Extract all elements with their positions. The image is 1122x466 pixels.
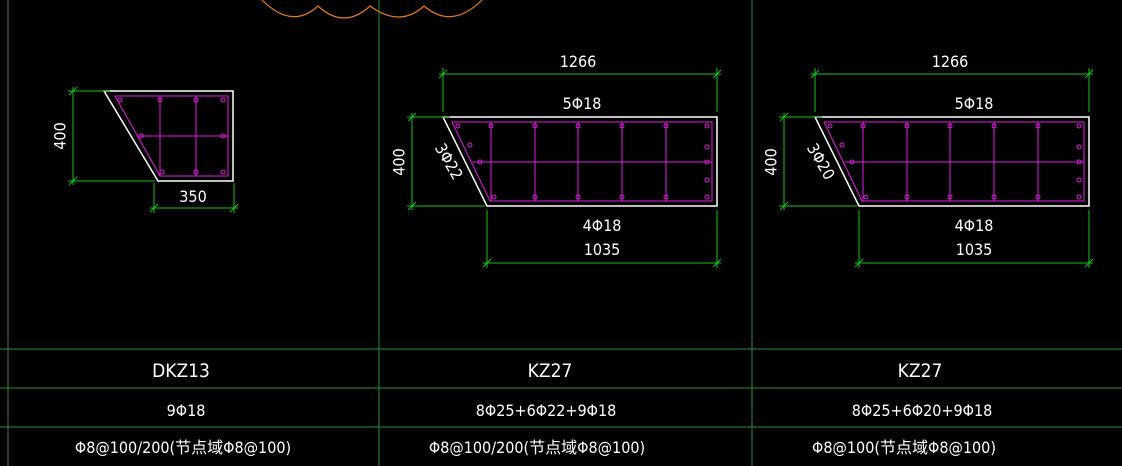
column-name-kz27-b: KZ27 — [898, 360, 943, 382]
revision-cloud — [261, 0, 483, 19]
rebar-dots — [455, 123, 710, 200]
dimension-top-label: 1266 — [932, 52, 969, 71]
rebar-bottom-label: 4Φ18 — [955, 216, 994, 235]
stirrup-spec-kz27-a: Φ8@100/200(节点域Φ8@100) — [429, 438, 645, 457]
longitudinal-rebar-kz27-a: 8Φ25+6Φ22+9Φ18 — [476, 401, 617, 420]
dimension-top-label: 1266 — [560, 52, 597, 71]
section-kz27-a[interactable]: 1266 5Φ18 3Φ22 400 4Φ18 1035 — [390, 52, 722, 268]
stirrup-spec-kz27-b: Φ8@100(节点域Φ8@100) — [812, 438, 996, 457]
stirrup-spec-dkz13: Φ8@100/200(节点域Φ8@100) — [75, 438, 291, 457]
dimension-bottom: 350 — [149, 183, 239, 213]
schedule-table: DKZ13 KZ27 KZ27 9Φ18 8Φ25+6Φ22+9Φ18 8Φ25… — [75, 360, 996, 457]
stirrup-set — [451, 121, 713, 202]
column-name-dkz13: DKZ13 — [152, 360, 210, 382]
stirrup-set — [823, 121, 1085, 202]
dimension-height: 400 — [51, 86, 155, 186]
column-name-kz27-a: KZ27 — [528, 360, 573, 382]
stirrup-set — [114, 95, 229, 177]
rebar-dots — [117, 97, 226, 175]
rebar-dots — [827, 123, 1082, 200]
section-outline — [813, 116, 1090, 207]
rebar-top-label: 5Φ18 — [955, 94, 994, 113]
section-outline — [441, 116, 718, 207]
dimension-height: 400 — [762, 112, 857, 211]
dimension-height-label: 400 — [390, 148, 409, 175]
dimension-bottom-label: 350 — [179, 187, 206, 206]
longitudinal-rebar-dkz13: 9Φ18 — [167, 401, 206, 420]
rebar-top-label: 5Φ18 — [563, 94, 602, 113]
section-outline — [102, 90, 234, 182]
dimension-bottom-label: 1035 — [584, 240, 621, 259]
dimension-top: 1266 — [810, 52, 1094, 112]
longitudinal-rebar-kz27-b: 8Φ25+6Φ20+9Φ18 — [852, 401, 993, 420]
dimension-bottom: 1035 — [854, 210, 1094, 268]
dimension-height: 400 — [390, 112, 485, 211]
rebar-bottom-label: 4Φ18 — [583, 216, 622, 235]
dimension-height-label: 400 — [762, 148, 781, 175]
dimension-bottom: 1035 — [482, 210, 722, 268]
dimension-height-label: 400 — [51, 122, 70, 149]
dimension-bottom-label: 1035 — [956, 240, 993, 259]
dimension-top: 1266 — [438, 52, 722, 112]
section-dkz13[interactable]: 400 350 — [51, 86, 239, 213]
section-kz27-b[interactable]: 1266 5Φ18 3Φ20 400 4Φ18 1035 — [762, 52, 1094, 268]
